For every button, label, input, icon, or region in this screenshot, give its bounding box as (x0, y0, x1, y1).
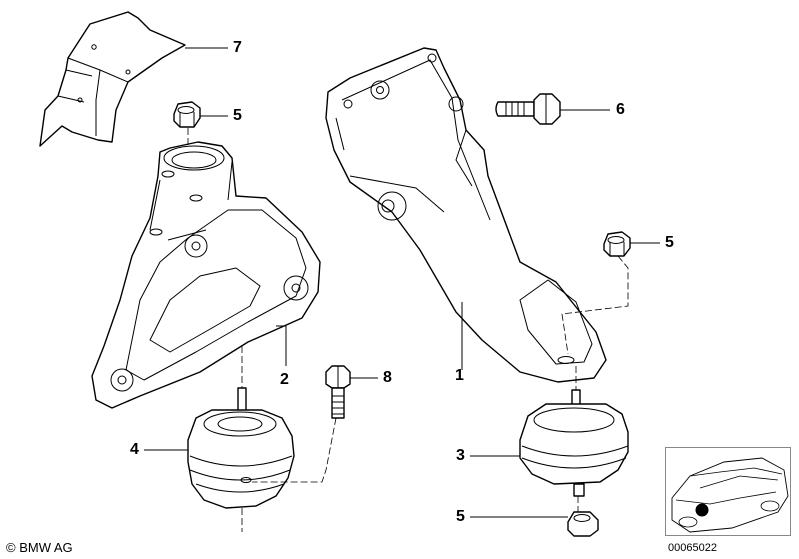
callout-2: 2 (280, 371, 289, 388)
callout-5-top: 5 (233, 107, 242, 124)
part-1-engine-bracket-right (325, 47, 607, 383)
part-7-heat-shield (39, 11, 186, 147)
document-number: 00065022 (668, 542, 717, 554)
callout-7: 7 (233, 39, 242, 56)
callout-8: 8 (383, 369, 392, 386)
callout-5-right: 5 (665, 234, 674, 251)
callout-5-bottom: 5 (456, 508, 465, 525)
callout-3: 3 (456, 447, 465, 464)
copyright-text: © BMW AG (6, 540, 73, 555)
thumbnail-frame (665, 447, 791, 536)
part-3-engine-mount-right (519, 389, 629, 497)
assembly-guides (187, 128, 629, 532)
callout-1: 1 (455, 367, 464, 384)
part-2-engine-bracket-left (91, 141, 321, 409)
part-5-nut-bottom (567, 511, 599, 537)
part-4-engine-mount-left (187, 387, 295, 509)
part-8-bolt (325, 365, 351, 419)
part-6-bolt (495, 93, 561, 125)
leader-lines (144, 47, 660, 518)
part-5-nut-right (603, 231, 631, 257)
part-5-nut-top (173, 101, 201, 128)
callout-6: 6 (616, 101, 625, 118)
callout-4: 4 (130, 441, 139, 458)
